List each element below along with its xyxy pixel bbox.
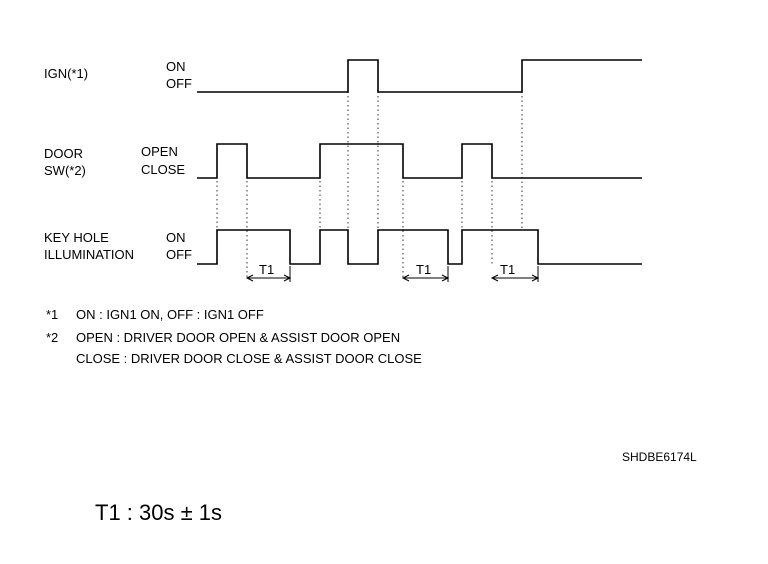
keyhole-state-off: OFF	[166, 247, 192, 262]
keyhole-signal-label: KEY HOLE	[44, 230, 109, 245]
door-state-close: CLOSE	[141, 162, 185, 177]
t1-interval-marker	[245, 266, 292, 282]
note-1-marker: *1	[46, 307, 58, 322]
transition-guides	[216, 60, 523, 280]
t1-label: T1	[259, 262, 274, 277]
t1-formula: T1 : 30s ± 1s	[95, 500, 222, 525]
note-1-text: ON : IGN1 ON, OFF : IGN1 OFF	[76, 307, 264, 322]
figure-code: SHDBE6174L	[622, 450, 697, 464]
note-3-text: CLOSE : DRIVER DOOR CLOSE & ASSIST DOOR …	[76, 351, 422, 366]
door-signal-label: DOOR	[44, 146, 83, 161]
t1-label: T1	[500, 262, 515, 277]
t1-interval-marker	[401, 266, 450, 282]
t1-label: T1	[416, 262, 431, 277]
ign-waveform	[197, 59, 642, 93]
door-state-open: OPEN	[141, 144, 178, 159]
note-2-marker: *2	[46, 330, 58, 345]
ign-state-on: ON	[166, 59, 186, 74]
t1-interval-marker	[490, 266, 540, 282]
keyhole-illumination-waveform	[197, 229, 642, 265]
keyhole-state-on: ON	[166, 230, 186, 245]
door-switch-waveform	[197, 143, 642, 179]
door-signal-label-line2: SW(*2)	[44, 163, 86, 178]
keyhole-signal-label-line2: ILLUMINATION	[44, 247, 134, 262]
ign-state-off: OFF	[166, 76, 192, 91]
ign-signal-label: IGN(*1)	[44, 66, 88, 81]
note-2-text: OPEN : DRIVER DOOR OPEN & ASSIST DOOR OP…	[76, 330, 400, 345]
